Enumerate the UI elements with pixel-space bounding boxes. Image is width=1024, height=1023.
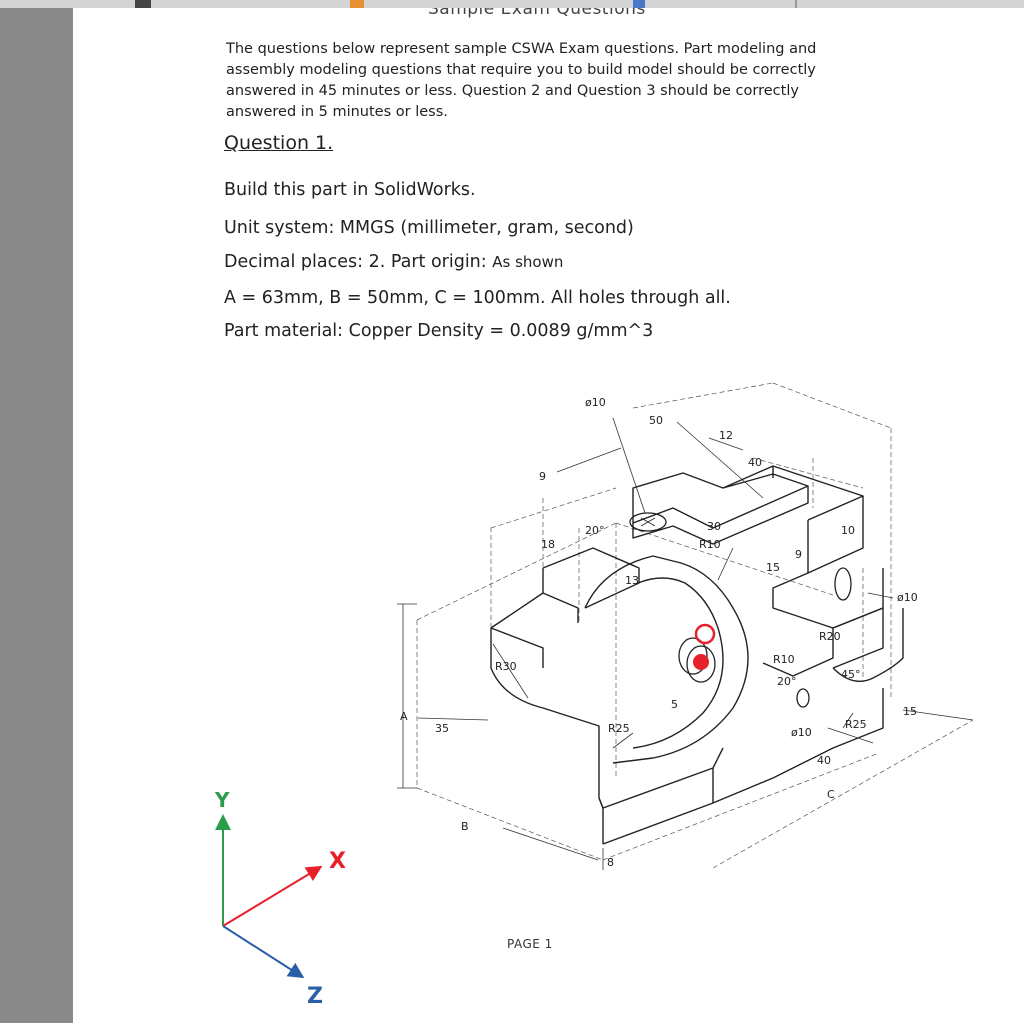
dim-diameter-10-right: ø10 <box>897 591 918 604</box>
dim-35: 35 <box>435 722 449 735</box>
dim-9-left: 9 <box>539 470 546 483</box>
spec-origin-value: As shown <box>492 253 564 271</box>
z-axis-label: Z <box>307 984 323 1009</box>
technical-drawing: ø10 50 12 40 9 20° 18 30 R10 10 9 15 13 … <box>214 382 974 1009</box>
holes <box>629 512 852 708</box>
dim-c: C <box>827 788 835 801</box>
dim-15-right: 15 <box>903 705 917 718</box>
construction-lines <box>416 382 974 869</box>
dim-50: 50 <box>649 414 663 427</box>
dim-r10-top: R10 <box>699 538 721 551</box>
spec-unit-system: Unit system: MMGS (millimeter, gram, sec… <box>224 218 634 238</box>
dimension-leaders <box>397 417 974 870</box>
dim-b: B <box>461 820 469 833</box>
toolbar-icon[interactable] <box>135 0 151 8</box>
dim-5: 5 <box>671 698 678 711</box>
intro-paragraph: The questions below represent sample CSW… <box>226 39 826 123</box>
part-outline <box>490 465 904 845</box>
dim-45-deg: 45° <box>841 668 861 681</box>
dim-30: 30 <box>707 520 721 533</box>
intro-line: answered in 5 minutes or less. <box>226 104 448 120</box>
spec-dimensions: A = 63mm, B = 50mm, C = 100mm. All holes… <box>224 288 731 308</box>
intro-line: assembly modeling questions that require… <box>226 62 816 78</box>
dim-40-top: 40 <box>748 456 762 469</box>
dim-8: 8 <box>607 856 614 869</box>
dim-20-deg: 20° <box>777 675 797 688</box>
dim-10-right: 10 <box>841 524 855 537</box>
dim-r10-mid: R10 <box>773 653 795 666</box>
dim-40-bottom: 40 <box>817 754 831 767</box>
spec-decimal-origin: Decimal places: 2. Part origin: As shown <box>224 252 563 272</box>
dim-r30: R30 <box>495 660 517 673</box>
origin-marker-ring <box>694 623 716 645</box>
x-axis-line <box>222 865 323 927</box>
z-axis-line <box>222 925 305 979</box>
page-number: PAGE 1 <box>507 937 553 951</box>
y-axis-label: Y <box>214 788 230 812</box>
spec-build: Build this part in SolidWorks. <box>224 180 476 200</box>
spec-material: Part material: Copper Density = 0.0089 g… <box>224 321 654 341</box>
dim-15-mid: 15 <box>766 561 780 574</box>
dim-r20: R20 <box>819 630 841 643</box>
document-page: Sample Exam Questions The questions belo… <box>73 8 1024 1023</box>
origin-marker-dot <box>693 654 709 670</box>
intro-line: answered in 45 minutes or less. Question… <box>226 83 799 99</box>
dim-20-angle: 20° <box>585 524 605 537</box>
question-title: Question 1. <box>224 132 334 154</box>
dim-r25-left: R25 <box>608 722 630 735</box>
intro-line: The questions below represent sample CSW… <box>226 41 817 57</box>
dim-r25-right: R25 <box>845 718 867 731</box>
x-axis-label: X <box>329 849 346 874</box>
toolbar-divider <box>795 0 797 8</box>
dim-9-right: 9 <box>795 548 802 561</box>
toolbar-icon[interactable] <box>633 0 645 8</box>
spec-decimal-label: Decimal places: 2. Part origin: <box>224 252 487 272</box>
dim-18: 18 <box>541 538 555 551</box>
viewer-toolbar-strip <box>0 0 1024 8</box>
dim-a: A <box>400 710 408 723</box>
dim-diameter-10-bottom: ø10 <box>791 726 812 739</box>
page-heading: Sample Exam Questions <box>428 8 646 19</box>
toolbar-icon[interactable] <box>350 0 364 8</box>
dim-diameter-10-top: ø10 <box>585 396 606 409</box>
dim-13: 13 <box>625 574 639 587</box>
dim-12: 12 <box>719 429 733 442</box>
